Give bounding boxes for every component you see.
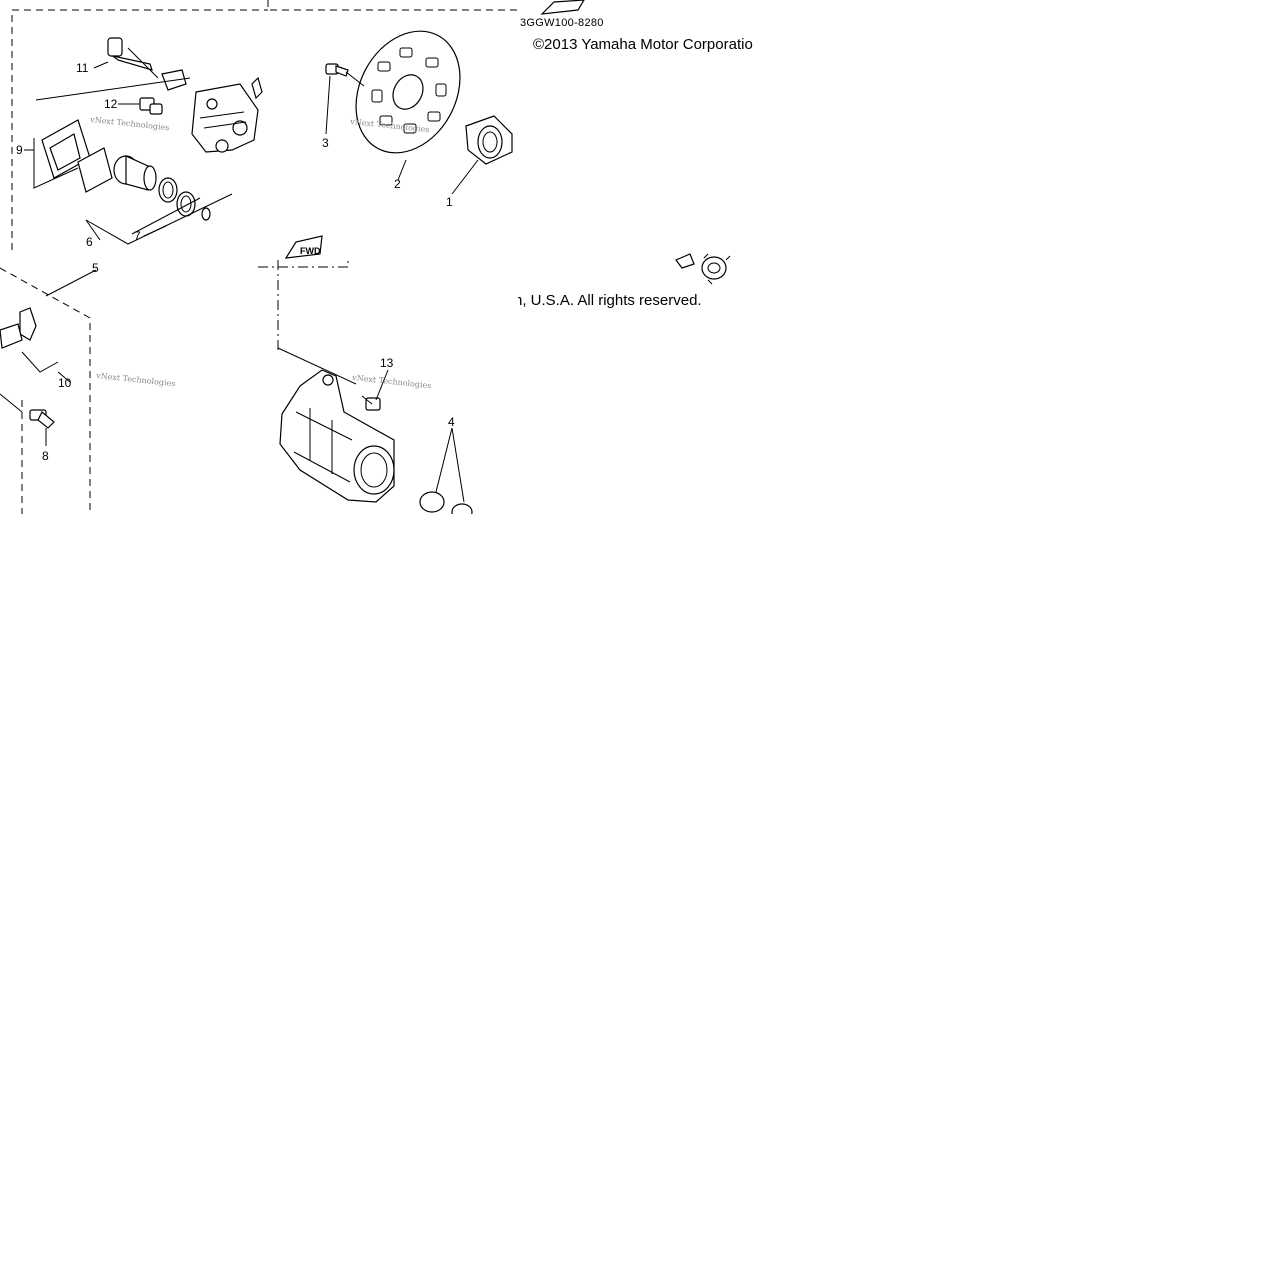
callout-8: 8	[42, 449, 49, 463]
part-11-bolt	[107, 37, 159, 79]
callout-12: 12	[104, 97, 118, 111]
watermark-1: vNext Technologies	[89, 115, 170, 132]
callout-5: 5	[92, 261, 99, 275]
watermark-3: vNext Technologies	[95, 371, 176, 388]
rotor-group-boundary	[267, 0, 518, 11]
part-12-bleed-screw	[139, 97, 163, 115]
part-10-clip	[0, 307, 59, 373]
caliper-bracket	[277, 347, 395, 503]
clip-fragment	[675, 253, 731, 285]
callout-13: 13	[380, 356, 394, 370]
callout-9: 9	[16, 143, 23, 157]
fwd-centerline	[258, 260, 349, 268]
bracket-group-boundary	[0, 267, 91, 514]
copyright-line: ©2013 Yamaha Motor Corporatio	[533, 36, 753, 53]
part-9-brake-pads	[24, 77, 191, 193]
part-2-brake-disc	[355, 30, 461, 154]
part-6-piston	[113, 155, 157, 191]
callout-3: 3	[322, 136, 329, 150]
callout-1: 1	[446, 195, 453, 209]
part-code: 3GGW100-8280	[520, 17, 604, 29]
caliper-group-boundary	[11, 9, 268, 250]
callout-7: 7	[134, 229, 141, 243]
watermark-4: vNext Technologies	[351, 373, 432, 390]
fr-arrow-icon	[540, 0, 585, 15]
callout-4: 4	[448, 415, 455, 429]
diagram-fragment-rights: n, U.S.A. All rights reserved.	[518, 250, 748, 315]
part-1-hub	[451, 115, 513, 195]
rights-line: n, U.S.A. All rights reserved.	[518, 292, 702, 309]
callout-11: 11	[76, 61, 89, 75]
fwd-arrow-icon: FWD	[284, 235, 323, 259]
part-3-rotor-bolt	[325, 63, 365, 135]
fwd-label: FWD	[300, 246, 321, 256]
part-4-nuts	[419, 427, 473, 514]
diagram-fragment-header: 3GGW100-8280 ©2013 Yamaha Motor Corporat…	[518, 0, 773, 60]
part-7-seals	[85, 177, 233, 245]
caliper-body	[161, 69, 263, 153]
part-8-bolt	[0, 393, 55, 446]
exploded-view: FWD 1 2 3 4 5 6 7	[0, 0, 518, 514]
callout-6: 6	[86, 235, 93, 249]
part-13-bolt	[361, 369, 389, 411]
callout-2: 2	[394, 177, 401, 191]
callout-10: 10	[58, 376, 72, 390]
parts-diagram-main: FWD 1 2 3 4 5 6 7	[0, 0, 518, 514]
